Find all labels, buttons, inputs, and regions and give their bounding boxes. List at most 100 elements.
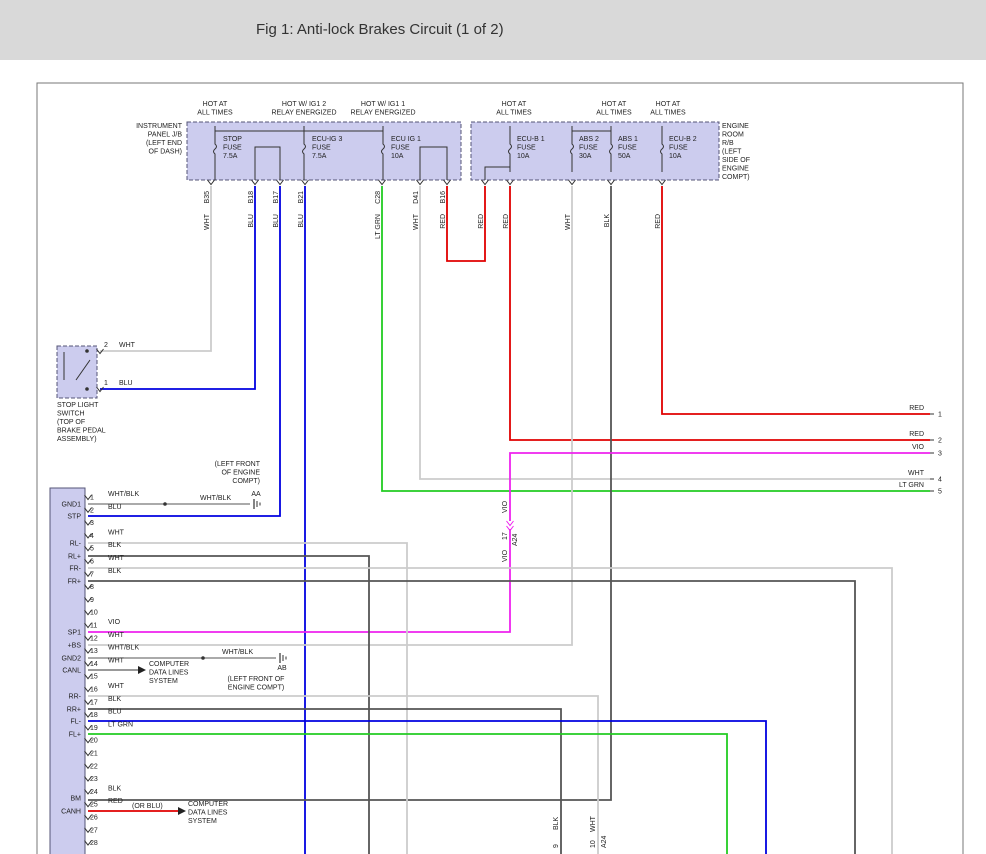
ground-ab-wire: WHT/BLK bbox=[222, 649, 253, 656]
engine-rb-fuse-label: FUSE bbox=[618, 145, 637, 152]
wire-color-label: BLU bbox=[298, 214, 305, 228]
ecu-pin-number: 13 bbox=[90, 648, 98, 655]
ecu-signal-label: RR- bbox=[69, 694, 82, 701]
computer-data-lines-label: COMPUTER bbox=[149, 661, 189, 668]
wire-wht-fr-minus bbox=[88, 567, 893, 854]
connector-symbol bbox=[84, 814, 92, 821]
engine-rb-label: ROOM bbox=[722, 132, 744, 139]
ground-ab-location: (LEFT FRONT OF bbox=[228, 676, 285, 683]
ecu-pin-number: 23 bbox=[90, 776, 98, 783]
engine-rb-fuse-label: 10A bbox=[517, 153, 530, 160]
engine-rb-fuse-label: ECU-B 1 bbox=[517, 136, 545, 143]
terminal-label: B17 bbox=[273, 191, 280, 204]
terminal-label: B18 bbox=[248, 191, 255, 204]
connector-symbol bbox=[207, 179, 215, 186]
ecu-pin-number: 2 bbox=[90, 507, 94, 514]
stop-light-switch-label: BRAKE PEDAL bbox=[57, 428, 106, 435]
engine-rb-group-label: HOT AT bbox=[602, 101, 627, 108]
computer-data-lines-label: DATA LINES bbox=[188, 810, 228, 817]
wire-wht-rr-minus bbox=[88, 695, 599, 854]
wire-blk-rl-plus bbox=[88, 555, 370, 854]
right-pin-color: RED bbox=[909, 431, 924, 438]
right-pin-number: 1 bbox=[938, 412, 942, 419]
engine-room-rb bbox=[470, 121, 720, 181]
connector-symbol bbox=[84, 686, 92, 693]
engine-rb-label: COMPT) bbox=[722, 174, 750, 181]
ecu-pin-number: 10 bbox=[90, 610, 98, 617]
engine-rb-fuse-label: ABS 1 bbox=[618, 136, 638, 143]
fuse-symbol bbox=[570, 126, 574, 172]
wire-wht-bs bbox=[88, 186, 573, 646]
fuse-symbol bbox=[660, 126, 664, 172]
wire-wht-stop-switch bbox=[100, 186, 212, 352]
stop-light-switch-label: STOP LIGHT bbox=[57, 402, 99, 409]
panel-jb-group-label: HOT AT bbox=[203, 101, 228, 108]
engine-rb-conductor bbox=[484, 166, 510, 180]
connector-symbol bbox=[84, 737, 92, 744]
ecu-pin-number: 6 bbox=[90, 559, 94, 566]
connector-symbol bbox=[84, 558, 92, 565]
panel-jb-label: (LEFT END bbox=[146, 140, 182, 147]
ecu-pin-color: WHT bbox=[108, 632, 125, 639]
connector-id: A24 bbox=[601, 835, 608, 848]
panel-jb-label: PANEL J/B bbox=[148, 132, 183, 139]
connector-symbol bbox=[301, 179, 309, 186]
panel-jb-group-label: RELAY ENERGIZED bbox=[350, 110, 415, 117]
connector-pin: 9 bbox=[553, 844, 560, 848]
connector-symbol bbox=[568, 179, 576, 186]
ecu-pin-number: 11 bbox=[90, 623, 97, 630]
ecu-pin-number: 14 bbox=[90, 661, 98, 668]
wire-color-label: RED bbox=[478, 214, 485, 229]
terminal-label: B21 bbox=[298, 191, 305, 204]
ecu-signal-label: +BS bbox=[68, 643, 82, 650]
switch-contact bbox=[85, 349, 89, 353]
engine-rb-group-label: HOT AT bbox=[656, 101, 681, 108]
ecu-signal-label: RR+ bbox=[67, 707, 81, 714]
connector-id: A24 bbox=[512, 533, 519, 546]
ground-aa-location: OF ENGINE bbox=[221, 470, 260, 477]
connector-symbol bbox=[84, 699, 92, 706]
figure-title: Fig 1: Anti-lock Brakes Circuit (1 of 2) bbox=[256, 21, 504, 38]
ecu-pin-color: LT GRN bbox=[108, 721, 133, 728]
wire-blu-stp bbox=[88, 186, 281, 517]
ecu-signal-label: RL- bbox=[70, 541, 82, 548]
ecu-pin-color: BLU bbox=[108, 709, 122, 716]
wire-blu-fl-minus bbox=[88, 720, 767, 854]
panel-jb-fuse-label: FUSE bbox=[223, 145, 242, 152]
ground-aa-id: AA bbox=[251, 491, 261, 498]
connector-symbol bbox=[607, 179, 615, 186]
connector-symbol bbox=[96, 386, 104, 393]
connector-symbol bbox=[84, 584, 92, 590]
right-pin-color: VIO bbox=[912, 444, 925, 451]
ecu-pin-color: WHT/BLK bbox=[108, 645, 139, 652]
connector-symbol bbox=[84, 648, 92, 654]
ecu-signal-label: CANH bbox=[61, 809, 81, 816]
ecu-pin-color: WHT bbox=[108, 529, 125, 536]
wire-color-label: BLU bbox=[273, 214, 280, 228]
switch-pin-color: BLU bbox=[119, 380, 133, 387]
panel-jb-fuse-label: 10A bbox=[391, 153, 404, 160]
ground-aa-location: (LEFT FRONT bbox=[215, 461, 261, 468]
engine-rb-group-label: ALL TIMES bbox=[496, 110, 532, 117]
engine-rb-label: (LEFT bbox=[722, 149, 742, 156]
wire-red-pin1 bbox=[661, 186, 930, 415]
ecu-pin-color: WHT bbox=[108, 683, 125, 690]
ecu-pin-number: 3 bbox=[90, 520, 94, 527]
right-pin-color: LT GRN bbox=[899, 482, 924, 489]
ecu-pin-number: 18 bbox=[90, 712, 98, 719]
ecu-pin-color: BLK bbox=[108, 542, 122, 549]
wire-color-label: RED bbox=[655, 214, 662, 229]
ecu-signal-label: FR- bbox=[69, 566, 81, 573]
switch-contact bbox=[85, 387, 89, 391]
connector-symbol bbox=[84, 801, 92, 808]
wire-wht-pin4 bbox=[419, 186, 930, 480]
engine-rb-label: SIDE OF bbox=[722, 157, 750, 164]
connector-symbol bbox=[84, 545, 92, 552]
connector-symbol bbox=[506, 179, 514, 186]
engine-rb-label: ENGINE bbox=[722, 123, 749, 130]
ecu-pin-number: 12 bbox=[90, 635, 98, 642]
wire-color-label: WHT bbox=[565, 213, 572, 230]
ecu-signal-label: FR+ bbox=[68, 579, 81, 586]
terminal-label: C28 bbox=[375, 191, 382, 204]
